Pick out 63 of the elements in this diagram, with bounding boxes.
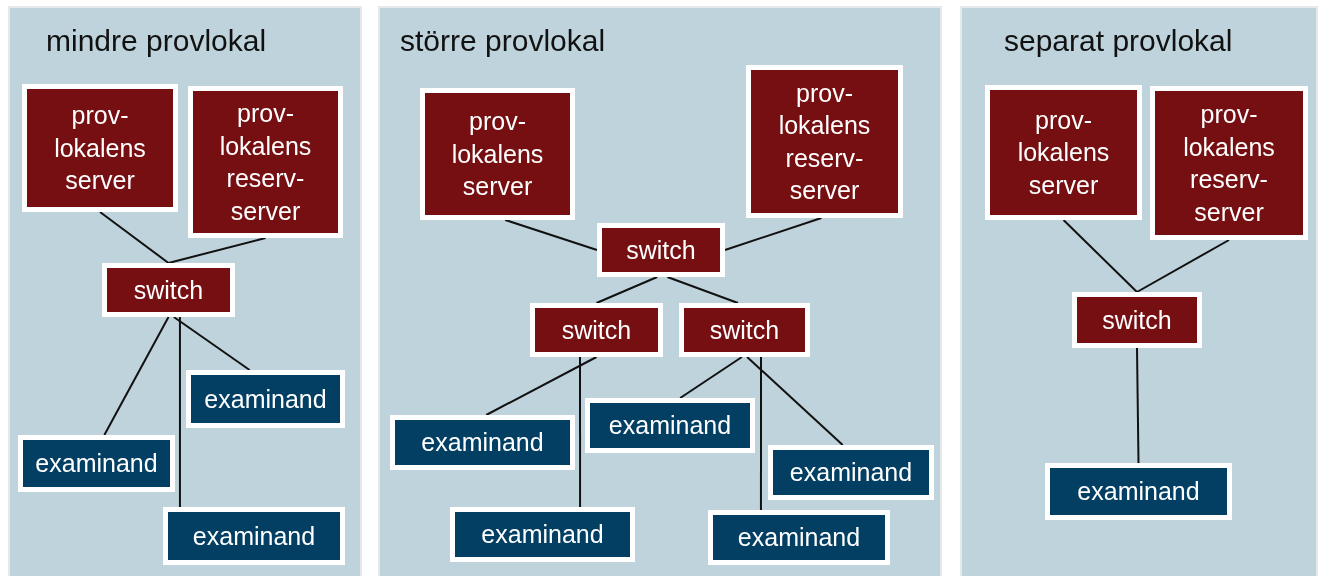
connector-line bbox=[759, 356, 762, 511]
room-panel bbox=[10, 8, 360, 576]
server-box bbox=[746, 65, 903, 218]
connector-line bbox=[99, 211, 170, 264]
room-panel bbox=[380, 8, 940, 576]
client-box bbox=[585, 398, 755, 453]
panel-title: större provlokal bbox=[400, 24, 606, 58]
connector-line bbox=[504, 219, 598, 251]
box-label: prov- lokalens reserv- server bbox=[218, 98, 313, 227]
client-box bbox=[708, 510, 890, 565]
box-label: examinand bbox=[737, 522, 861, 554]
box-label: examinand bbox=[481, 519, 604, 551]
panel-title: separat provlokal bbox=[1004, 24, 1233, 58]
client-box bbox=[768, 445, 934, 500]
box-label: switch bbox=[626, 234, 696, 266]
box-label: examinand bbox=[204, 383, 327, 415]
box-label: prov- lokalens server bbox=[1016, 104, 1111, 201]
room-panel bbox=[962, 8, 1316, 576]
connector-line bbox=[172, 316, 251, 371]
box-label: examinand bbox=[35, 448, 158, 480]
connector-line bbox=[178, 316, 181, 508]
connector-line bbox=[724, 217, 823, 251]
connector-line bbox=[1062, 219, 1138, 293]
connector-line bbox=[103, 316, 170, 436]
box-label: examinand bbox=[608, 410, 732, 442]
box-label: examinand bbox=[789, 457, 913, 489]
server-box bbox=[420, 88, 575, 220]
switch-box bbox=[102, 263, 235, 317]
box-label: examinand bbox=[421, 427, 544, 459]
server-box bbox=[985, 85, 1142, 220]
box-label: switch bbox=[709, 314, 780, 346]
connector-line bbox=[579, 356, 582, 508]
client-box bbox=[1045, 463, 1232, 520]
client-box bbox=[390, 415, 575, 470]
box-label: examinand bbox=[192, 520, 316, 552]
switch-box bbox=[679, 303, 810, 357]
client-box bbox=[18, 435, 175, 492]
switch-box bbox=[597, 223, 725, 277]
box-label: prov- lokalens reserv- server bbox=[1182, 99, 1276, 228]
box-label: switch bbox=[1102, 304, 1172, 336]
connector-line bbox=[167, 237, 267, 264]
connector-line bbox=[679, 356, 743, 399]
connector-line bbox=[595, 276, 659, 304]
connector-line bbox=[485, 356, 598, 416]
box-label: prov- lokalens server bbox=[450, 106, 545, 203]
connector-line bbox=[746, 356, 844, 446]
box-label: switch bbox=[133, 274, 204, 306]
server-box bbox=[188, 86, 343, 238]
switch-box bbox=[1072, 292, 1202, 348]
box-label: switch bbox=[561, 314, 632, 346]
panel-title: mindre provlokal bbox=[46, 24, 267, 58]
connector-line bbox=[1136, 239, 1230, 293]
server-box bbox=[1150, 86, 1308, 240]
box-label: examinand bbox=[1077, 476, 1200, 508]
client-box bbox=[163, 507, 345, 565]
client-box bbox=[186, 370, 345, 428]
server-box bbox=[22, 84, 178, 212]
box-label: prov- lokalens reserv- server bbox=[777, 77, 872, 206]
client-box bbox=[450, 507, 635, 562]
box-label: prov- lokalens server bbox=[53, 100, 147, 197]
switch-box bbox=[530, 303, 663, 357]
connector-line bbox=[1136, 347, 1140, 464]
connector-line bbox=[666, 276, 739, 304]
